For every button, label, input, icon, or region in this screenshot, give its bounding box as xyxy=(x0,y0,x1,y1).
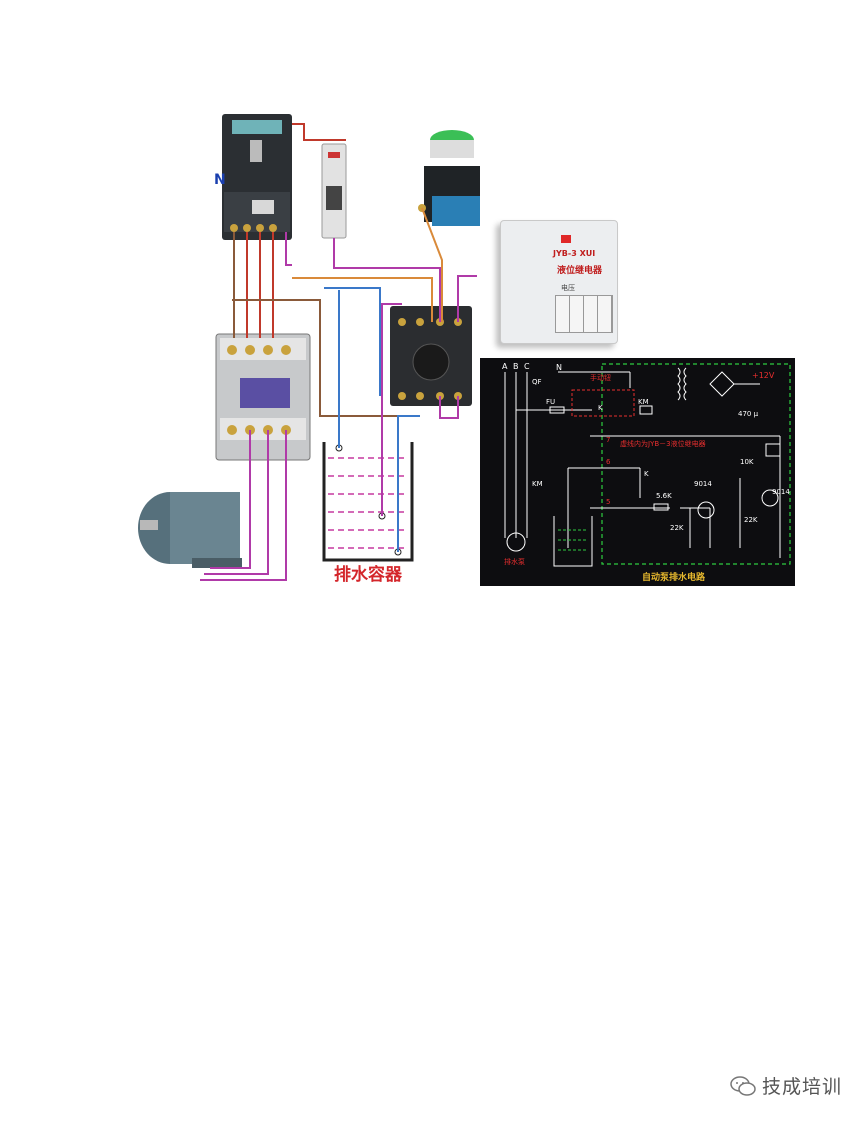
relay-name: 液位继电器 xyxy=(557,266,603,276)
qf-label: QF xyxy=(532,378,542,386)
neutral-label: N xyxy=(556,363,562,372)
coil-k xyxy=(765,443,781,457)
plus12-label: +12V xyxy=(752,371,775,380)
rectifier-bridge xyxy=(709,371,760,397)
motor xyxy=(138,492,242,568)
transistor-2 xyxy=(761,489,779,507)
watermark-text: 技成培训 xyxy=(761,1076,842,1098)
t1-label: 9014 xyxy=(694,480,712,488)
tank-caption: 排水容器 xyxy=(334,564,403,585)
coil-km xyxy=(639,405,653,415)
term-6: 6 xyxy=(606,458,611,466)
relay-indicator xyxy=(561,235,571,243)
relay-socket xyxy=(390,306,472,406)
km-label: KM xyxy=(532,480,543,488)
contactor xyxy=(215,333,311,461)
r10k-label: 10K xyxy=(740,458,754,466)
pump-label: 排水泵 xyxy=(504,557,525,566)
schematic-diagram: A B C N QF KM 排水泵 FU 手动钮 K KM +12V 470 μ… xyxy=(480,358,795,586)
term-7: 7 xyxy=(606,436,610,444)
pump-motor xyxy=(506,532,526,552)
term-5: 5 xyxy=(606,498,610,506)
transformer xyxy=(677,367,687,401)
r22k-b-label: 22K xyxy=(744,516,758,524)
watermark: 技成培训 xyxy=(730,1072,842,1099)
schematic-title: 自动泵排水电路 xyxy=(642,571,706,583)
relay-voltage: 电压 xyxy=(561,284,575,292)
phase-c-label: C xyxy=(524,362,530,371)
schematic-tank xyxy=(553,516,593,567)
liquid-level-relay: JYB-3 XUI 液位继电器 电压 xyxy=(500,220,618,344)
r56k xyxy=(653,503,669,511)
coil-k-label: K xyxy=(644,470,649,478)
relay-model: JYB-3 xyxy=(553,249,577,258)
coil-km-label: KM xyxy=(638,398,649,406)
circuit-breaker xyxy=(222,114,292,240)
push-button xyxy=(418,130,480,226)
relay-note: 虚线内为JYB－3液位继电器 xyxy=(620,439,706,448)
cap-label: 470 μ xyxy=(738,410,759,418)
relay-dashed-box xyxy=(601,363,791,565)
fuse-holder xyxy=(321,143,347,239)
wiring-diagram: N xyxy=(138,114,480,585)
breaker-n-label: N xyxy=(214,172,226,188)
relay-panel xyxy=(555,295,613,333)
fuse-symbol xyxy=(549,406,565,414)
relay-brand: XUI xyxy=(579,249,596,258)
drain-tank xyxy=(322,442,414,562)
wechat-icon xyxy=(730,1075,756,1096)
phase-b-label: B xyxy=(513,362,519,371)
relay-contacts-box xyxy=(571,389,635,417)
t2-label: 9014 xyxy=(772,488,790,496)
wires xyxy=(200,123,477,581)
r56k-label: 5.6K xyxy=(656,492,672,500)
fu-label: FU xyxy=(546,398,555,406)
manual-button-label: 手动钮 xyxy=(590,373,611,382)
phase-a-label: A xyxy=(502,362,508,371)
transistor-1 xyxy=(697,501,715,519)
relay-k-label: K xyxy=(598,404,603,412)
r22k-a-label: 22K xyxy=(670,524,684,532)
